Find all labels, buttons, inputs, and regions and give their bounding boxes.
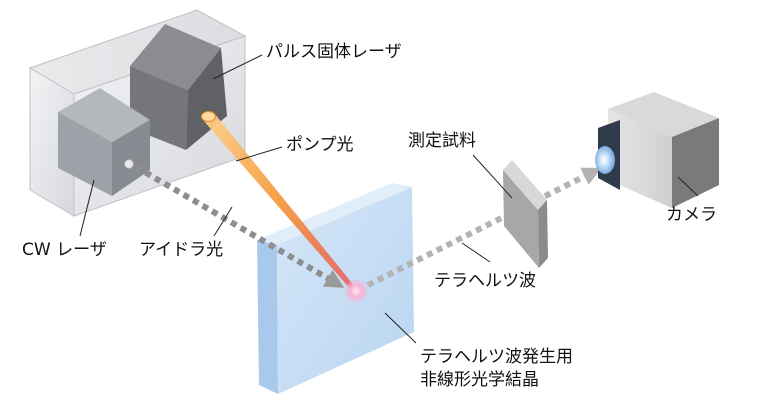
cw-laser-aperture (124, 159, 134, 169)
leader-crystal (384, 312, 417, 344)
cw-laser-cube (58, 88, 150, 196)
leader-cw-laser (79, 179, 95, 237)
label-crystal-line1: テラヘルツ波発生用 (420, 347, 573, 367)
label-measurement-sample: 測定試料 (408, 131, 476, 151)
leader-sample (472, 154, 513, 199)
nonlinear-crystal (257, 183, 414, 394)
leader-camera (677, 176, 699, 197)
label-pump-light: ポンプ光 (286, 135, 354, 155)
measurement-sample (503, 160, 548, 268)
leader-pump-light (235, 146, 283, 162)
label-crystal-line2: 非線形光学結晶 (420, 370, 539, 390)
pump-light-beam (201, 111, 356, 291)
label-camera: カメラ (666, 205, 717, 225)
leader-idler-light (213, 206, 233, 237)
label-terahertz-wave: テラヘルツ波 (434, 271, 536, 291)
leader-lines (79, 54, 699, 344)
idler-light-arrow (134, 164, 345, 288)
label-cw-laser: CW レーザ (22, 240, 107, 260)
leader-terahertz-wave (461, 242, 491, 263)
generation-spot (343, 278, 369, 304)
camera-lens (595, 146, 615, 174)
terahertz-wave-arrow (366, 167, 602, 288)
label-idler-light: アイドラ光 (139, 240, 223, 260)
camera (595, 92, 719, 208)
label-pulse-laser: パルス固体レーザ (266, 42, 402, 62)
leader-pulse-laser (212, 54, 263, 80)
